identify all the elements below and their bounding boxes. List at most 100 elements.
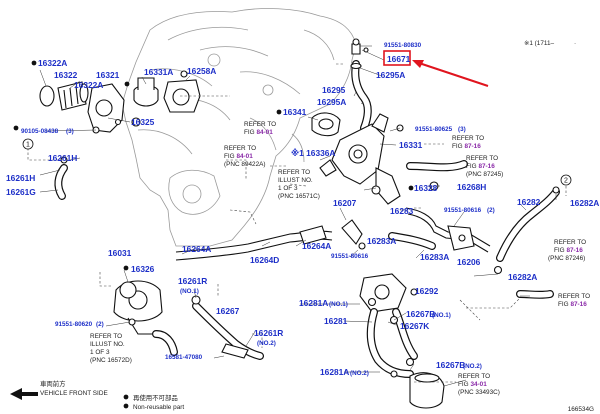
callout-16282a-bottom[interactable]: 16282A (508, 272, 537, 282)
callout-16336a[interactable]: ※1 16336A (291, 148, 335, 158)
callout-16281a-top[interactable]: 16281A (299, 298, 328, 308)
callout-90105-08438[interactable]: 90105-08438 (21, 128, 59, 135)
callout-16671[interactable]: 16671 (387, 54, 411, 64)
callout-16325[interactable]: 16325 (131, 117, 155, 127)
refer-note-87-16-c[interactable]: REFER TO FIG 87-16 (PNC 87246) (548, 239, 586, 262)
highlight-box (383, 50, 411, 66)
callout-16267b-bottom-no: (NO.2) (463, 363, 482, 370)
callout-16267b-top[interactable]: 16267B (406, 309, 435, 319)
callout-16261r-b[interactable]: 16261R (254, 328, 283, 338)
callout-16282a-top[interactable]: 16282A (570, 198, 599, 208)
bracket-16207 (341, 219, 363, 245)
refer-notes: REFER TO FIG 84-01 REFER TO FIG 84-01 (P… (90, 121, 590, 396)
svg-text:ILLUST NO.: ILLUST NO. (278, 177, 313, 184)
callout-16331a[interactable]: 16331A (144, 67, 173, 77)
callout-16267[interactable]: 16267 (216, 306, 240, 316)
svg-text:REFER TO: REFER TO (466, 155, 498, 162)
svg-text:1 OF 3: 1 OF 3 (90, 349, 110, 356)
svg-text:(PNC 16571C): (PNC 16571C) (278, 193, 320, 200)
refer-note-84-01-a[interactable]: REFER TO FIG 84-01 (244, 121, 276, 136)
svg-text:FIG 87-16: FIG 87-16 (558, 301, 587, 308)
callout-16261r[interactable]: 16261R (178, 276, 207, 286)
svg-text:(PNC 33493C): (PNC 33493C) (458, 389, 500, 396)
gasket-16322a (79, 83, 89, 103)
refer-note-87-16-d[interactable]: REFER TO FIG 87-16 (558, 293, 590, 308)
svg-text:REFER TO: REFER TO (558, 293, 590, 300)
callout-16261g[interactable]: 16261G (6, 187, 36, 197)
circle-ref-1-label: 1 (26, 142, 30, 149)
svg-text:FIG 84-01: FIG 84-01 (224, 153, 253, 160)
callout-16261h-top[interactable]: 16261H (48, 153, 77, 163)
svg-text:REFER TO: REFER TO (244, 121, 276, 128)
svg-text:(PNC 87246): (PNC 87246) (548, 255, 585, 262)
callout-16321[interactable]: 16321 (96, 70, 120, 80)
lower-left-group (54, 156, 264, 360)
svg-text:REFER TO: REFER TO (278, 169, 310, 176)
circle-ref-1 (22, 138, 34, 150)
callout-16031[interactable]: 16031 (108, 248, 132, 258)
highlight-arrow (415, 61, 489, 87)
refer-note-84-01-b[interactable]: REFER TO FIG 84-01 (PNC 89422A) (224, 145, 266, 168)
corner-note: ※1 (1711– (524, 40, 555, 47)
callout-16295a-mid[interactable]: 16295A (317, 97, 346, 107)
callout-16295[interactable]: 16295 (322, 85, 346, 95)
callout-16264a-right[interactable]: 16264A (302, 241, 331, 251)
callout-16264a-left[interactable]: 16264A (182, 244, 211, 254)
callout-16283[interactable]: 16283 (390, 206, 414, 216)
callout-16267k[interactable]: 16267K (400, 321, 429, 331)
refer-note-87-16-a[interactable]: REFER TO FIG 87-16 (452, 135, 484, 150)
callout-16326[interactable]: 16326 (131, 264, 155, 274)
callout-16261h[interactable]: 16261H (6, 173, 35, 183)
callout-16282[interactable]: 16282 (517, 197, 541, 207)
callout-16292[interactable]: 16292 (415, 286, 439, 296)
callout-91551-80616-m[interactable]: 91551-80616 (331, 253, 369, 260)
refer-note-87-16-b[interactable]: REFER TO FIG 87-16 (PNC 87245) (466, 155, 503, 178)
nonreusable-dot-icon-2 (123, 403, 129, 409)
legend-reuse-en: Non-reusable part (133, 404, 184, 411)
callout-16261r-no2: (NO.2) (257, 340, 276, 347)
lower-center-group (359, 273, 445, 409)
circle-ref-2 (560, 174, 572, 186)
callout-16581-47080[interactable]: 16581-47080 (165, 354, 203, 361)
refer-note-illust-16571c[interactable]: REFER TO ILLUST NO. 1 OF 3 (PNC 16571C) (278, 169, 320, 200)
svg-text:ILLUST NO.: ILLUST NO. (90, 341, 125, 348)
callout-91551-80625-qty: (3) (458, 126, 466, 133)
callout-91551-80830[interactable]: 91551-80830 (384, 42, 422, 49)
oring-16322a (39, 85, 55, 107)
callout-16341[interactable]: 16341 (283, 107, 307, 117)
hose-16264a (299, 225, 327, 245)
callout-16206[interactable]: 16206 (457, 257, 481, 267)
callout-91551-80620[interactable]: 91551-80620 (55, 321, 93, 328)
refer-note-illust-16572d[interactable]: REFER TO ILLUST NO. 1 OF 3 (PNC 16572D) (90, 333, 132, 364)
callout-91551-80625[interactable]: 91551-80625 (415, 126, 453, 133)
callout-16328[interactable]: 16328 (414, 183, 438, 193)
callout-16322a[interactable]: 16322A (38, 58, 67, 68)
callout-16268h[interactable]: 16268H (457, 182, 486, 192)
callout-16258a[interactable]: 16258A (187, 66, 216, 76)
reservoir-33493c (409, 372, 445, 409)
dashed-guides: 1 2 (22, 63, 572, 383)
svg-text:FIG 84-01: FIG 84-01 (244, 129, 273, 136)
refer-note-34-01[interactable]: REFER TO FIG 34-01 (PNC 33493C) (458, 373, 500, 396)
front-arrow-icon (10, 388, 38, 400)
callout-16283a[interactable]: 16283A (420, 252, 449, 262)
callout-91551-80616-r[interactable]: 91551-80616 (444, 207, 482, 214)
inlet-assembly (39, 81, 141, 134)
callout-16295a-top[interactable]: 16295A (376, 70, 405, 80)
callout-16322a-b[interactable]: 16322A (74, 80, 103, 90)
legend-direction-ja: 車両前方 (40, 379, 66, 388)
callout-90105-qty: (3) (66, 128, 74, 135)
svg-text:REFER TO: REFER TO (224, 145, 256, 152)
callout-16267b-bottom[interactable]: 16267B (436, 360, 465, 370)
callout-16331[interactable]: 16331 (399, 140, 423, 150)
callout-16283a-mid[interactable]: 16283A (367, 236, 396, 246)
callout-16322[interactable]: 16322 (54, 70, 78, 80)
callout-16281[interactable]: 16281 (324, 316, 348, 326)
callout-16281a-bottom[interactable]: 16281A (320, 367, 349, 377)
svg-text:1 OF 3: 1 OF 3 (278, 185, 298, 192)
svg-text:FIG 87-16: FIG 87-16 (452, 143, 481, 150)
callout-16267b-top-no: (NO.1) (432, 312, 451, 319)
callout-16264d[interactable]: 16264D (250, 255, 279, 265)
callout-16207[interactable]: 16207 (333, 198, 357, 208)
figure-code: 166534G (568, 406, 594, 413)
